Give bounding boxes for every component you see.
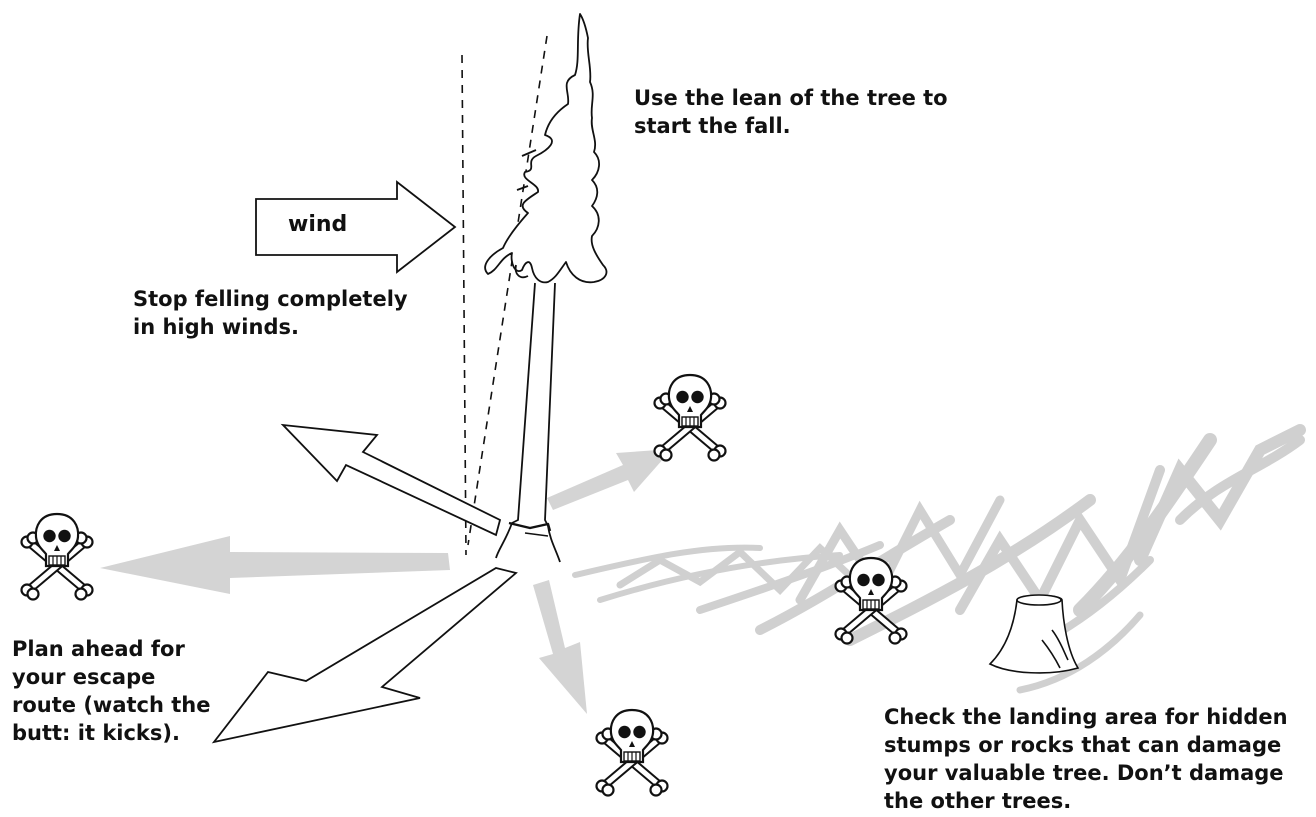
hazard-arrow-up-right — [547, 449, 672, 510]
hazard-arrow-down — [533, 580, 587, 714]
hazard-arrow-left — [100, 536, 450, 594]
tree-drawing — [484, 13, 608, 563]
wind-label: wind — [288, 212, 348, 237]
high-wind-note: Stop felling completely in high winds. — [133, 287, 408, 339]
lean-reference-lines — [461, 35, 548, 556]
hazard-arrows — [100, 449, 672, 714]
escape-arrows — [211, 423, 518, 744]
skull-crossbones-icon — [655, 375, 726, 461]
skull-crossbones-icon — [22, 514, 93, 600]
lean-note: Use the lean of the tree to start the fa… — [634, 86, 948, 138]
wind-arrow-icon — [255, 180, 457, 274]
landing-area-note: Check the landing area for hidden stumps… — [884, 705, 1288, 813]
skull-crossbones-icon — [597, 710, 668, 796]
escape-arrow-up-left — [280, 423, 502, 537]
stump-icon — [988, 594, 1080, 674]
escape-route-note: Plan ahead for your escape route (watch … — [12, 637, 211, 745]
landing-area-shape — [572, 424, 1306, 694]
escape-arrow-down-left — [211, 567, 518, 744]
